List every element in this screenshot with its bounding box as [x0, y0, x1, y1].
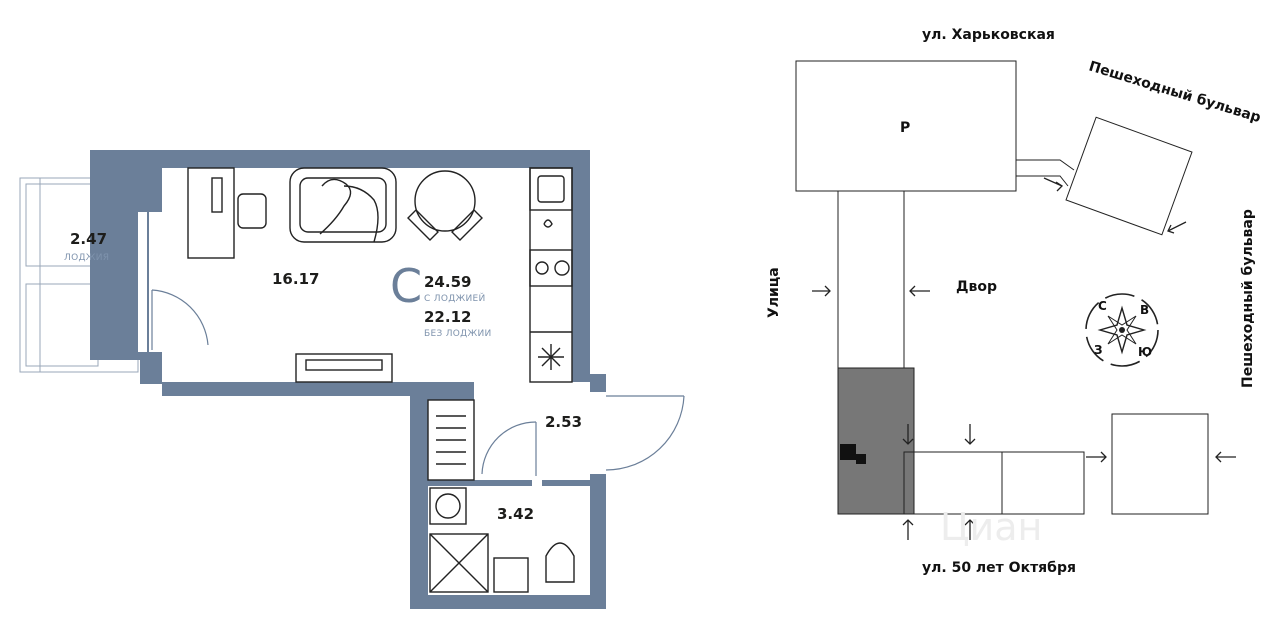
separate-building	[1111, 413, 1209, 515]
area-without-loggia: 22.12	[424, 308, 471, 326]
label-with-loggia: С ЛОДЖИЕЙ	[424, 292, 486, 304]
bathroom	[428, 486, 590, 595]
area-with-loggia: 24.59	[424, 273, 471, 291]
apartment-walls	[90, 150, 606, 609]
street-top: ул. Харьковская	[922, 27, 1055, 43]
wardrobe	[427, 399, 475, 481]
washing-machine	[429, 487, 467, 525]
fridge-icon	[538, 344, 564, 370]
compass-west: З	[1094, 343, 1103, 357]
highlighted-section	[837, 367, 915, 515]
round-table	[414, 170, 476, 232]
site-plan	[795, 60, 1209, 515]
living-area: 16.17	[272, 270, 319, 288]
toilet	[545, 542, 575, 583]
compass-icon: С В Ю З	[1085, 293, 1159, 367]
label-without-loggia: БЕЗ ЛОДЖИИ	[424, 329, 492, 339]
parking-label: Р	[900, 120, 910, 136]
chair-right	[451, 209, 483, 241]
floor-plan: 2.47 ЛОДЖИЯ 16.17 С 24.59 С ЛОДЖИЕЙ 22.1…	[19, 150, 685, 609]
parking-building	[795, 60, 1017, 192]
loggia-area: 2.47	[70, 230, 107, 248]
street-left: Улица	[766, 267, 782, 318]
doors	[151, 289, 685, 476]
desk-chair	[237, 193, 267, 229]
hob	[529, 249, 573, 287]
walkway	[1016, 159, 1075, 171]
sink	[529, 167, 573, 211]
apartment-marker	[840, 444, 866, 464]
hall-area: 2.53	[545, 413, 582, 431]
watermark: Циан	[940, 505, 1042, 549]
main-building-south	[903, 451, 1085, 515]
tv-stand	[295, 353, 393, 383]
compass-east: В	[1140, 303, 1149, 317]
street-bottom: ул. 50 лет Октября	[922, 560, 1076, 576]
compass-south: Ю	[1138, 345, 1152, 359]
apartment-letter: С	[390, 259, 422, 313]
entrance-arrows	[812, 177, 1236, 540]
shower	[429, 533, 489, 593]
washbasin	[493, 557, 529, 593]
sofa	[289, 167, 397, 243]
compass-north: С	[1098, 299, 1107, 313]
chair-left	[407, 209, 439, 241]
tap	[543, 219, 553, 228]
loggia-label: ЛОДЖИЯ	[64, 253, 109, 263]
boulevard-building	[1065, 116, 1193, 236]
hall	[474, 382, 590, 480]
boulevard-right: Пешеходный бульвар	[1240, 209, 1256, 388]
boulevard-top: Пешеходный бульвар	[1087, 59, 1263, 127]
main-room	[162, 168, 572, 382]
courtyard-label: Двор	[956, 279, 997, 295]
furniture	[187, 167, 575, 593]
desk	[187, 167, 235, 259]
bathroom-area: 3.42	[497, 505, 534, 523]
